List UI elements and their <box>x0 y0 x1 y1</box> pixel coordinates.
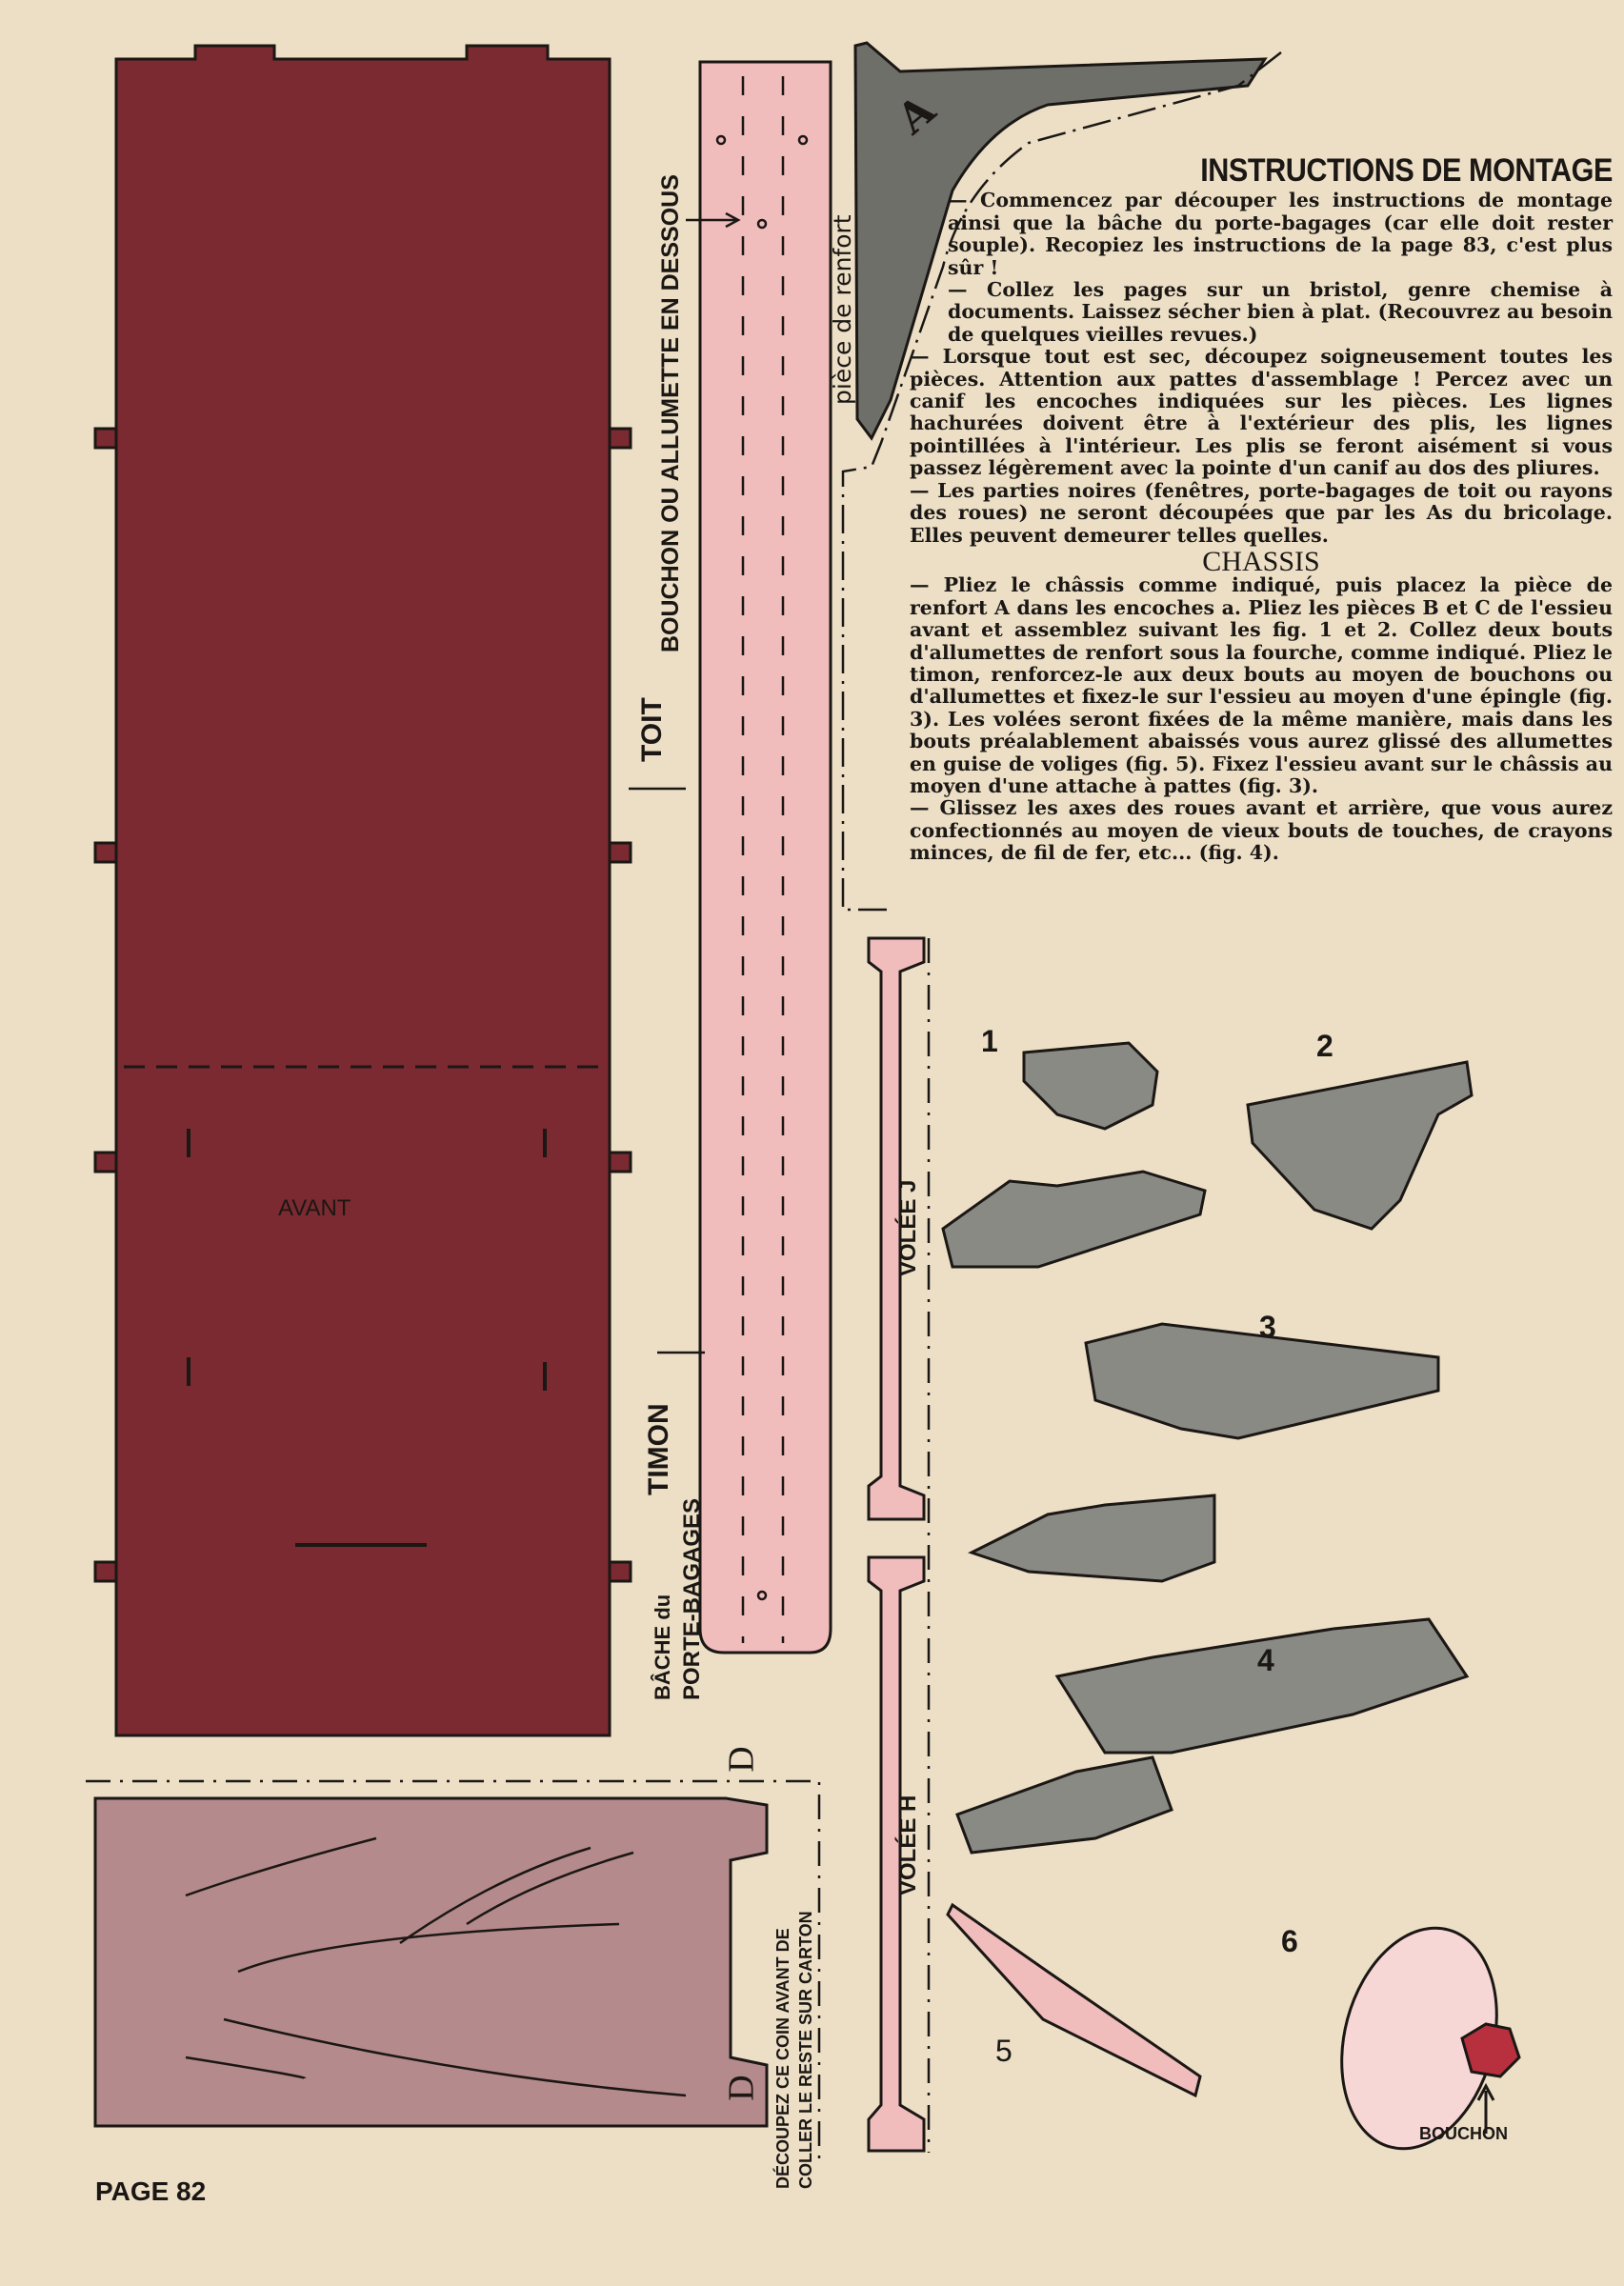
figure-number-4: 4 <box>1257 1643 1274 1677</box>
figure-number-6: 6 <box>1281 1924 1298 1958</box>
piece-a <box>841 41 1282 912</box>
volee-j-label: VOLÉE J <box>895 1179 921 1276</box>
instructions-title: INSTRUCTIONS DE MONTAGE <box>1200 152 1613 189</box>
figure-number-2: 2 <box>1316 1029 1333 1063</box>
volee-h-label: VOLÉE H <box>895 1795 921 1895</box>
figure-number-1: 1 <box>981 1024 998 1058</box>
bouchon-label: BOUCHON <box>1419 2124 1508 2143</box>
timon-label: TIMON <box>643 1403 674 1495</box>
piece-a-note: pièce de renfort <box>829 214 856 405</box>
bache-letter-top: D <box>721 1746 762 1773</box>
chassis-paragraph: — Pliez le châssis comme indiqué, puis p… <box>910 573 1613 797</box>
figure-number-5: 5 <box>995 2034 1012 2068</box>
bache-note-1: DÉCOUPEZ CE COIN AVANT DE <box>773 1928 792 2189</box>
instruction-paragraph: — Les parties noires (fenêtres, porte-ba… <box>910 478 1613 547</box>
chassis-title: CHASSIS <box>1202 545 1320 577</box>
instruction-paragraph: — Lorsque tout est sec, découpez soigneu… <box>910 345 1613 480</box>
instruction-paragraph: — Collez les pages sur un bristol, genre… <box>948 278 1613 346</box>
instructions-block: INSTRUCTIONS DE MONTAGE — Commencez par … <box>910 152 1613 865</box>
figure-number-3: 3 <box>1259 1310 1276 1344</box>
bache-label-1: BÂCHE du <box>651 1594 674 1700</box>
bache-letter-bottom: D <box>721 2075 762 2101</box>
toit-piece <box>93 44 632 1737</box>
timon-note: BOUCHON OU ALLUMETTE EN DESSOUS <box>657 174 684 652</box>
toit-label: TOIT <box>636 697 668 762</box>
instruction-paragraph: — Commencez par découper les instruction… <box>948 189 1613 279</box>
bache-label-2: PORTE-BAGAGES <box>679 1497 705 1700</box>
toit-avant-label: AVANT <box>278 1195 351 1221</box>
chassis-paragraph: — Glissez les axes des roues avant et ar… <box>910 796 1613 865</box>
timon-piece <box>629 60 832 1654</box>
volee-j-piece <box>867 936 926 2153</box>
bache-note-2: COLLER LE RESTE SUR CARTON <box>796 1911 815 2189</box>
assembly-figures <box>941 1041 1521 2151</box>
page-number: PAGE 82 <box>95 2176 207 2206</box>
bache-piece <box>86 1779 821 2162</box>
